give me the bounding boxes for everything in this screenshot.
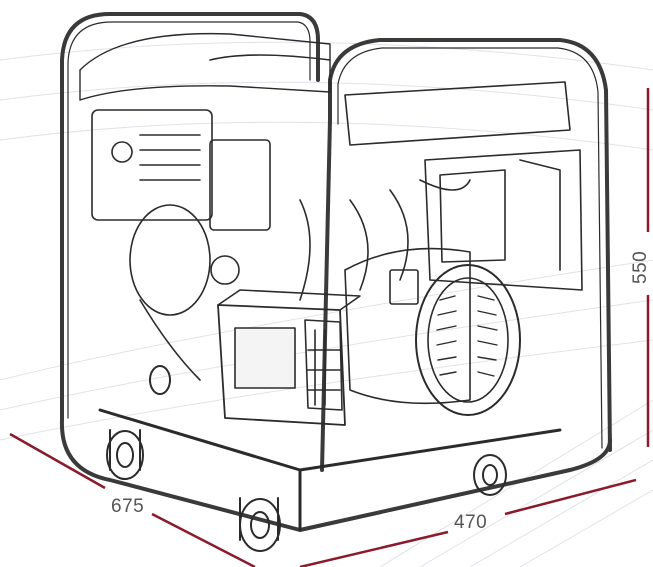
frame-front-arch (328, 38, 612, 452)
frame-base (59, 418, 612, 532)
alternator-body (344, 247, 471, 405)
engine-block (91, 109, 213, 221)
alternator-end-cover (415, 264, 521, 416)
battery (217, 304, 346, 426)
dimension-width-label: 470 (454, 512, 488, 533)
frame-rear-arch (60, 12, 320, 422)
dim-width-line-a (299, 530, 449, 567)
dim-depth-line-b (151, 512, 256, 567)
dim-depth-line-a (9, 432, 106, 490)
fuel-tank (79, 32, 331, 101)
control-box (424, 149, 583, 291)
dim-width-line-b (504, 478, 637, 516)
dimension-lines (9, 88, 650, 567)
generator-sketch (59, 12, 612, 552)
dimension-depth-label: 675 (111, 496, 145, 517)
dimension-height-label: 550 (630, 250, 651, 284)
wheels (106, 365, 507, 552)
